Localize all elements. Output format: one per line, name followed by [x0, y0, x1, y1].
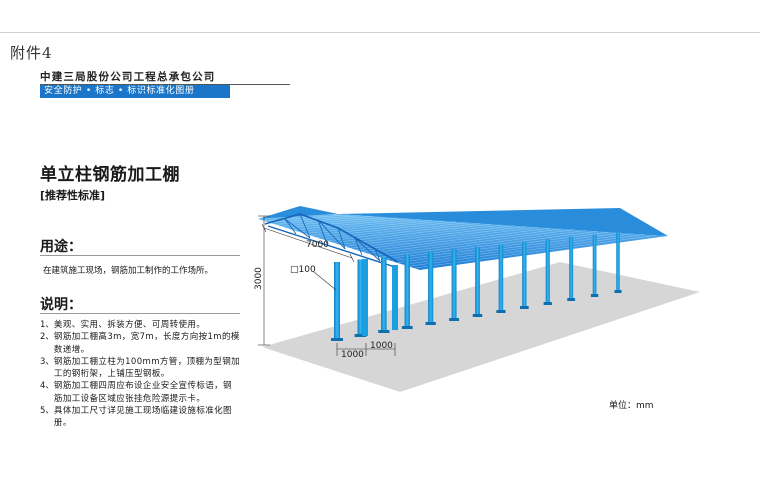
post-base — [590, 294, 599, 297]
post-base — [449, 318, 460, 321]
page-title: 单立柱钢筋加工棚 — [40, 165, 180, 185]
post-callout-line — [313, 271, 337, 291]
post — [362, 259, 368, 336]
note-number: 4、 — [40, 381, 54, 392]
note-text: 钢筋加工棚立柱为100mm方管，顶棚为型钢加工的钢桁架，上铺压型钢板。 — [53, 356, 241, 380]
roof-rib — [327, 223, 480, 242]
dim-spacing — [336, 343, 396, 356]
usage-text: 在建筑施工现场，钢筋加工制作的工作场所。 — [43, 266, 214, 276]
roof-rib — [257, 213, 339, 220]
post — [498, 244, 504, 312]
roof-rib — [419, 235, 669, 271]
post — [451, 249, 457, 320]
section-banner: 安全防护 • 标志 • 标识标准化图册 — [40, 85, 230, 98]
note-item: 4、钢筋加工棚四周应布设企业安全宣传标语，钢筋加工设备区域应张挂危险源提示卡。 — [40, 380, 240, 405]
note-number: 1、 — [40, 320, 54, 330]
roof-rib — [396, 232, 621, 264]
roof-rib — [362, 227, 551, 253]
annex-label: 附件4 — [10, 44, 53, 62]
notes-list: 1、美观、实用、拆装方便、可周转使用。 2、钢筋加工棚高3m，宽7m，长度方向按… — [40, 319, 240, 430]
top-divider — [0, 32, 760, 33]
note-number: 2、 — [40, 332, 54, 343]
usage-divider — [40, 255, 240, 256]
roof-rib — [292, 218, 409, 231]
post — [357, 259, 364, 336]
post-base — [378, 330, 390, 333]
post-base — [567, 298, 576, 301]
roof-rib — [321, 222, 468, 240]
dim-spacing-2-label: 1000 — [370, 341, 393, 351]
note-text: 钢筋加工棚高3m，宽7m，长度方向按1m的模数递增。 — [53, 332, 240, 355]
standard-type: [推荐性标准] — [40, 189, 106, 202]
post-base — [425, 322, 436, 325]
usage-heading: 用途： — [40, 239, 82, 255]
dim-spacing-1-label: 1000 — [341, 350, 364, 360]
unit-label: 单位：mm — [609, 401, 654, 411]
roof-rib — [379, 230, 586, 258]
roof-rib — [281, 216, 386, 227]
dim-height — [258, 215, 270, 346]
note-number: 5、 — [40, 406, 54, 417]
roof-rib — [315, 221, 456, 238]
post-base — [520, 306, 529, 309]
roof-rib — [304, 219, 433, 234]
header-rule — [40, 84, 290, 85]
dim-width-label: 7000 — [306, 240, 329, 250]
roof-rib — [367, 228, 562, 254]
post-size-label: □100 — [290, 265, 316, 275]
roof-rib — [310, 220, 445, 236]
dim-height-label: 3000 — [254, 267, 264, 290]
post — [428, 252, 434, 324]
note-text: 具体加工尺寸详见施工现场临建设施标准化图册。 — [53, 406, 232, 429]
post-base — [354, 334, 367, 337]
post-base — [614, 290, 622, 293]
posts-group — [331, 232, 622, 341]
post — [475, 247, 480, 316]
roof-rib — [385, 230, 598, 260]
company-name: 中建三局股份公司工程总承包公司 — [40, 71, 216, 83]
note-item: 1、美观、实用、拆装方便、可周转使用。 — [40, 319, 240, 331]
roof-rib — [356, 227, 539, 251]
roof-rib — [373, 229, 574, 256]
roof — [257, 206, 669, 271]
note-text: 钢筋加工棚四周应布设企业安全宣传标语，钢筋加工设备区域应张挂危险源提示卡。 — [53, 381, 232, 404]
notes-heading: 说明： — [40, 297, 82, 313]
note-number: 3、 — [40, 356, 54, 367]
note-item: 2、钢筋加工棚高3m，宽7m，长度方向按1m的模数递增。 — [40, 331, 240, 356]
post — [569, 237, 574, 300]
post — [616, 232, 620, 292]
post — [592, 234, 597, 296]
note-item: 3、钢筋加工棚立柱为100mm方管，顶棚为型钢加工的钢桁架，上铺压型钢板。 — [40, 356, 240, 381]
post-base — [331, 338, 343, 341]
roof-rib — [298, 219, 421, 233]
note-item: 5、具体加工尺寸详见施工现场临建设施标准化图册。 — [40, 405, 240, 430]
roof-rib — [350, 226, 527, 249]
ground-slab — [262, 262, 700, 392]
post-base — [472, 314, 483, 317]
post-base — [543, 302, 552, 305]
notes-divider — [40, 313, 240, 314]
post — [404, 254, 410, 328]
post — [334, 262, 340, 340]
roof-rib — [338, 224, 504, 245]
roof-rib — [275, 216, 374, 225]
post — [392, 265, 398, 330]
post — [522, 242, 527, 308]
post-base — [401, 326, 413, 329]
roof-rib — [344, 225, 515, 247]
post — [545, 239, 550, 304]
note-text: 美观、实用、拆装方便、可周转使用。 — [53, 320, 206, 330]
post-base — [496, 310, 506, 313]
post — [381, 257, 387, 332]
